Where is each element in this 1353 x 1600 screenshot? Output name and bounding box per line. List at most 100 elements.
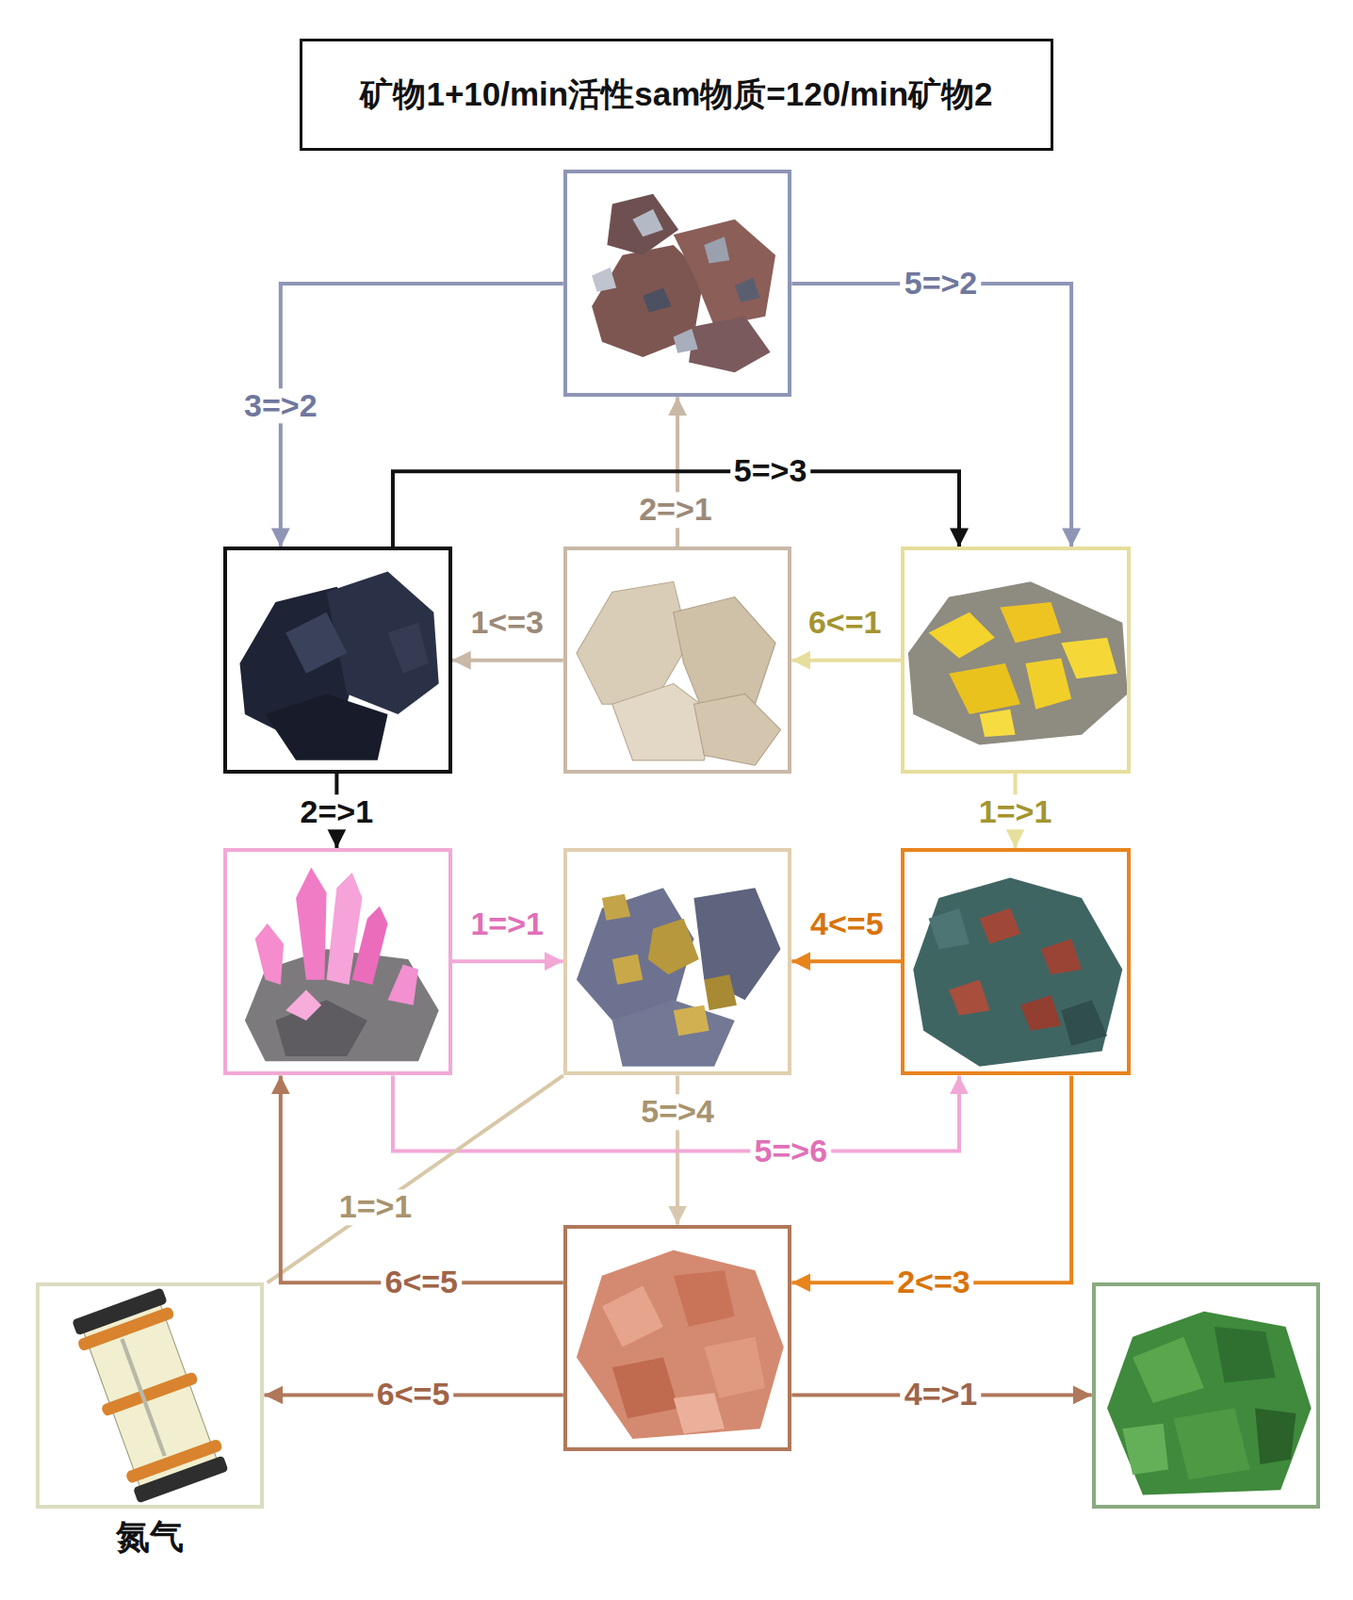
rock-shape [606,194,679,256]
rock-shape [1060,999,1108,1046]
rock-shape [602,1286,664,1348]
rock-shape [612,1356,679,1419]
rock-shape [673,328,699,354]
rock-shape [908,581,1128,745]
rock-shape [703,1336,766,1399]
ratio-label: 6<=1 [804,604,886,640]
rock-shape [1025,658,1072,710]
rock-shape [1255,1408,1296,1466]
title-box: 矿物1+10/min活性sam物质=120/min矿物2 [299,38,1054,151]
ore-f [576,887,782,1067]
flow-arrow [791,1075,1072,1283]
rock-shape [295,867,327,980]
ore-h [576,1250,784,1439]
flow-arrow [791,959,901,963]
flow-arrow [267,1075,564,1283]
rock-shape [285,990,322,1021]
ore-c [576,581,782,766]
rock-shape [612,954,643,985]
ratio-label: 5=>3 [730,454,812,490]
rock-shape [602,894,631,921]
rock-shape [1041,938,1082,975]
flow-arrow [280,283,564,547]
ore-d [908,581,1128,745]
rock-shape [69,194,1312,1505]
mineral-box [223,847,453,1076]
ratio-label: 1<=3 [466,604,548,640]
rock-shape [388,963,419,1005]
rock-shape [734,277,761,303]
flow-arrow [452,658,564,663]
rock-shape [1214,1326,1276,1384]
ratio-label: 6<=5 [373,1377,455,1413]
mineral-box [900,546,1131,773]
rock-shape [1122,1423,1169,1475]
rock-shape [632,209,663,237]
rock-shape [1132,1336,1205,1403]
rock-shape [255,923,284,985]
ratio-label: 5=>2 [900,265,982,301]
flow-arrow [791,658,901,663]
mineral-box [563,1224,793,1451]
rock-shape [326,570,440,715]
ratio-label: 4=>1 [900,1377,982,1413]
rock-shape [693,693,781,766]
mineral-box [563,847,793,1076]
gas-cylinder [69,1287,230,1505]
rock-shape [612,999,735,1066]
rock-shape [929,612,995,659]
rock-shape [648,918,700,976]
mineral-box [563,546,793,773]
rock-shape [285,612,347,674]
ratio-label: 3=>2 [240,388,322,424]
rock-shape [125,1437,224,1484]
mineral-box [900,847,1131,1076]
rock-shape [929,908,970,949]
ratio-label: 5=>6 [750,1133,832,1169]
rock-shape [673,219,776,327]
rock-shape [948,979,990,1016]
rock-shape [1020,994,1061,1031]
ore-a [591,194,776,374]
ratio-label: 1=>1 [335,1189,417,1224]
ratio-label: 1=>1 [466,906,548,942]
rock-shape [121,1338,164,1456]
ore-e [244,867,440,1062]
rock-shape [948,663,1021,715]
title-text: 矿物1+10/min活性sam物质=120/min矿物2 [359,72,993,117]
flow-arrow [452,959,564,963]
mineral-box [1092,1282,1321,1508]
flow-arrow [392,471,960,547]
gas-name: 氮气 [115,1517,184,1556]
rock-shape [1173,1408,1250,1481]
rock-shape [1060,637,1118,679]
mineral-box [563,169,793,397]
rock-shape [688,316,771,374]
ratio-label: 2<=3 [893,1265,975,1301]
rock-shape [576,1250,784,1439]
mineral-box [223,546,453,773]
rock-shape [352,906,389,985]
rock-shape [265,693,389,760]
rock-shape [673,1270,735,1327]
rock-shape [1107,1311,1312,1496]
ratio-label: 5=>4 [636,1094,718,1130]
ratio-label: 6<=5 [380,1265,462,1301]
rock-shape [591,267,617,293]
ratio-label: 2=>1 [635,492,717,528]
rock-shape [642,287,671,312]
flow-arrow [280,1075,564,1283]
rock-shape [703,236,730,263]
ore-j [1107,1311,1312,1496]
ore-g [912,877,1123,1066]
rock-shape [999,602,1061,643]
ore-b [240,570,440,760]
rock-shape [673,1005,710,1036]
rock-shape [912,877,1123,1066]
rock-shape [979,709,1016,737]
ratio-label: 2=>1 [296,794,378,830]
gas-box: 氮气 [35,1282,265,1508]
